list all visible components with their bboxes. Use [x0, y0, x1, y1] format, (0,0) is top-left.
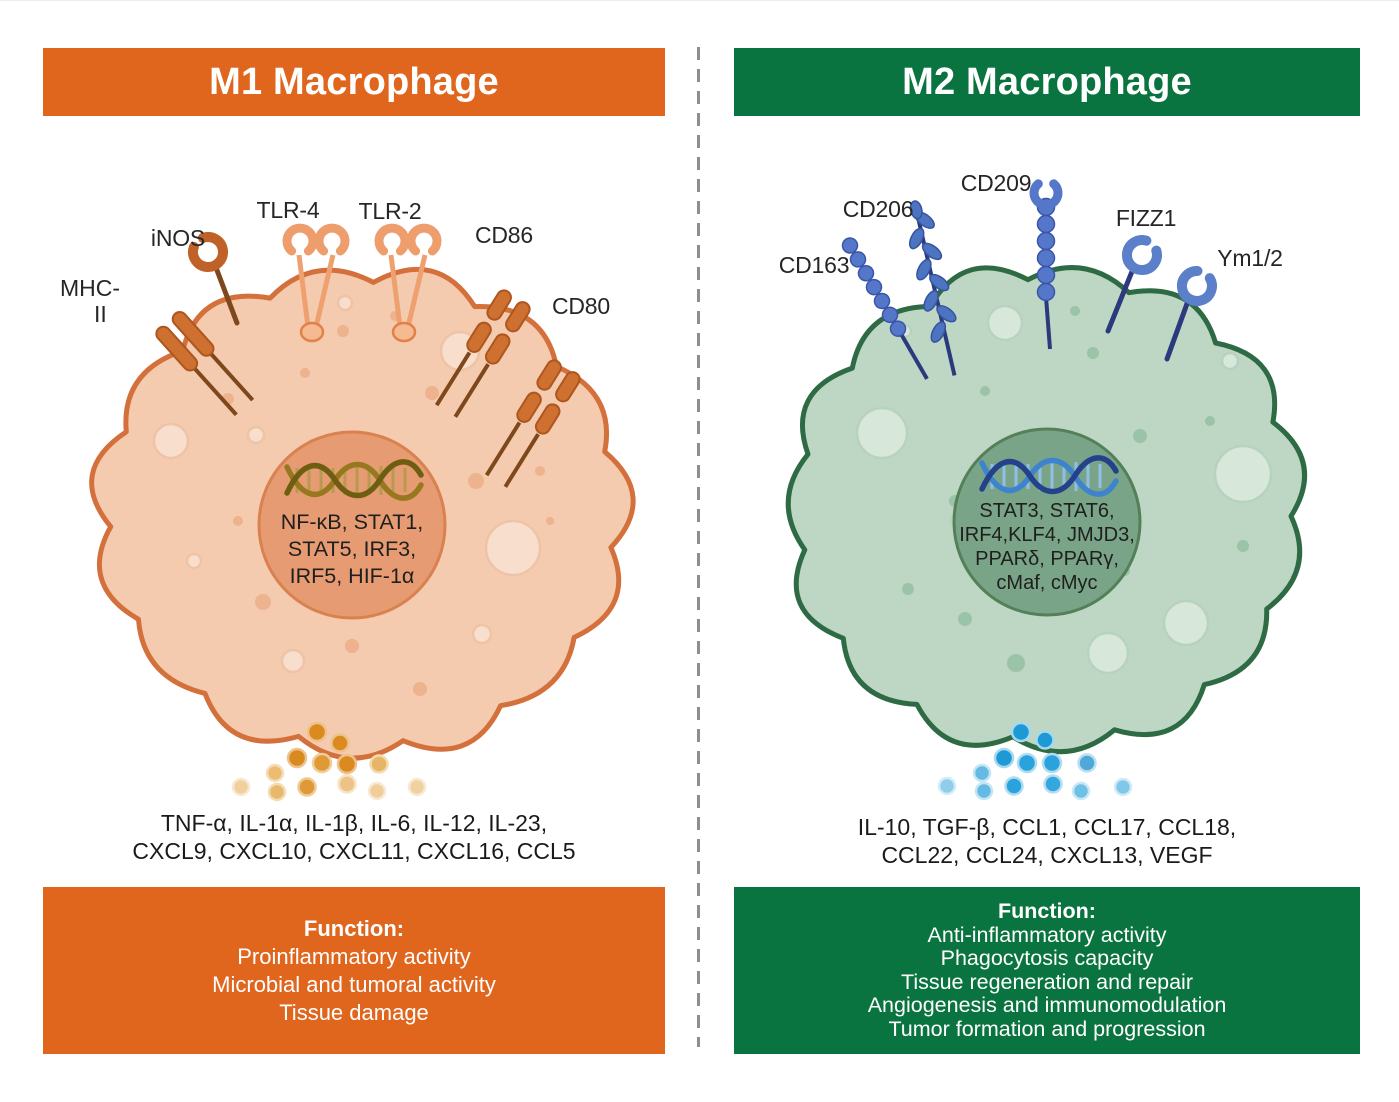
- fizz1-receptor-icon: [1105, 235, 1162, 334]
- m2-title: M2 Macrophage: [902, 60, 1192, 103]
- m1-function-title: Function:: [303, 915, 405, 941]
- m2-secreted-cytokines-list: IL-10, TGF-β, CCL1, CCL17, CCL18, CCL22,…: [857, 814, 1237, 868]
- cd209-receptor-icon: [1029, 179, 1063, 350]
- m2-macrophage-cell: [785, 265, 1307, 755]
- m1-title: M1 Macrophage: [209, 60, 499, 103]
- receptor-label-mhc-ii: MHC- II: [60, 275, 121, 327]
- m1-dna-helix-icon: [284, 459, 424, 501]
- cd163-receptor-icon: [841, 237, 929, 380]
- cd80-receptor-icon: [484, 359, 581, 488]
- m1-macrophage-cell: [89, 266, 636, 761]
- receptor-label-cd206: CD206: [842, 196, 914, 222]
- m1-transcription-factors: NF-κB, STAT1, STAT5, IRF3, IRF5, HIF-1α: [280, 510, 424, 588]
- inos-receptor-icon: [188, 232, 240, 326]
- mhc-class-ii-receptor-icon: [155, 311, 255, 417]
- receptor-label-cd163: CD163: [778, 252, 850, 278]
- m1-function-box: Function: Proinflammatory activity Micro…: [43, 887, 665, 1054]
- m2-dna-helix-icon: [979, 455, 1119, 497]
- cd86-receptor-icon: [434, 289, 531, 418]
- m2-header-banner: M2 Macrophage: [734, 48, 1360, 116]
- receptor-label-cd86: CD86: [474, 222, 534, 248]
- receptor-label-cd80: CD80: [551, 293, 611, 319]
- m2-function-title: Function:: [998, 899, 1096, 923]
- panel-divider-dashed-line: [697, 47, 700, 1047]
- receptor-label-fizz1: FIZZ1: [1115, 205, 1177, 231]
- m2-secreted-cytokine-dots: [937, 721, 1133, 801]
- ym1-2-receptor-icon: [1164, 266, 1217, 362]
- receptor-label-tlr2: TLR-2: [358, 198, 422, 224]
- m1-secreted-cytokines-list: TNF-α, IL-1α, IL-1β, IL-6, IL-12, IL-23,…: [132, 810, 576, 864]
- receptor-label-tlr4: TLR-4: [256, 197, 320, 223]
- receptor-label-inos: iNOS: [150, 225, 206, 251]
- m1-header-banner: M1 Macrophage: [43, 48, 665, 116]
- m2-function-box: Function: Anti-inflammatory activity Pha…: [734, 887, 1360, 1054]
- cd206-receptor-icon: [908, 200, 957, 376]
- receptor-label-cd209: CD209: [960, 170, 1032, 196]
- tlr2-receptor-icon: [374, 223, 442, 343]
- m2-transcription-factors: STAT3, STAT6, IRF4,KLF4, JMJD3, PPARδ, P…: [959, 500, 1135, 594]
- receptor-label-ym1-2: Ym1/2: [1217, 245, 1283, 271]
- tlr4-receptor-icon: [282, 223, 350, 343]
- m1-secreted-cytokine-dots: [231, 721, 427, 802]
